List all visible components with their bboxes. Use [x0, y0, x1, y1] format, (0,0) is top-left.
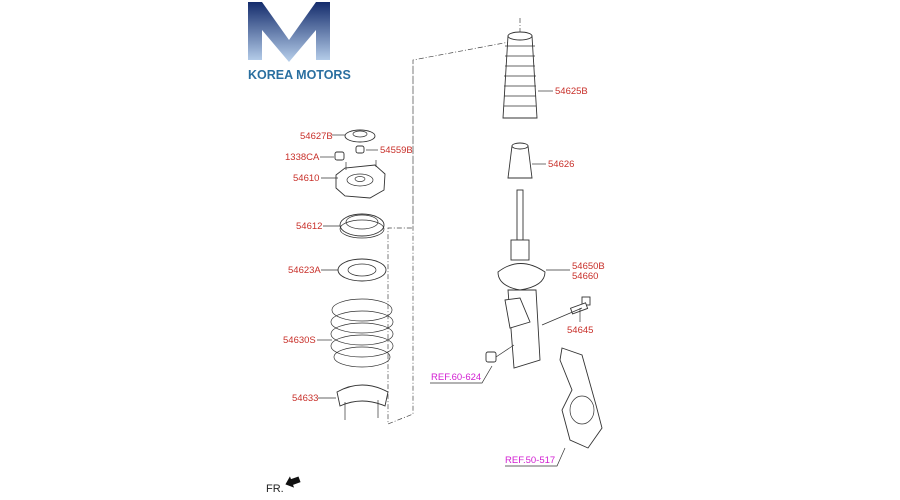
front-arrow-icon	[285, 476, 301, 488]
label-54650B: 54650B	[572, 261, 605, 272]
label-54630S: 54630S	[283, 335, 316, 346]
part-drawings-right	[485, 31, 603, 449]
label-54610: 54610	[293, 173, 319, 184]
label-54633: 54633	[292, 393, 318, 404]
korea-motors-logo: KOREA MOTORS	[248, 2, 351, 82]
label-54625B: 54625B	[555, 86, 588, 97]
label-54612: 54612	[296, 221, 322, 232]
part-drawings-left	[330, 129, 394, 420]
front-label: FR.	[266, 483, 284, 495]
assembly-line	[387, 18, 521, 425]
leader-lines	[317, 90, 581, 467]
front-direction-indicator: FR.	[266, 476, 301, 495]
reference-50-517[interactable]: REF.50-517	[505, 455, 555, 466]
label-54627B: 54627B	[300, 131, 333, 142]
reference-60-624[interactable]: REF.60-624	[431, 372, 481, 383]
label-54626: 54626	[548, 159, 574, 170]
label-54559B: 54559B	[380, 145, 413, 156]
label-54660: 54660	[572, 271, 598, 282]
brand-name: KOREA MOTORS	[248, 68, 351, 82]
label-54645: 54645	[567, 325, 593, 336]
label-1338CA: 1338CA	[285, 152, 320, 163]
label-54623A: 54623A	[288, 265, 321, 276]
